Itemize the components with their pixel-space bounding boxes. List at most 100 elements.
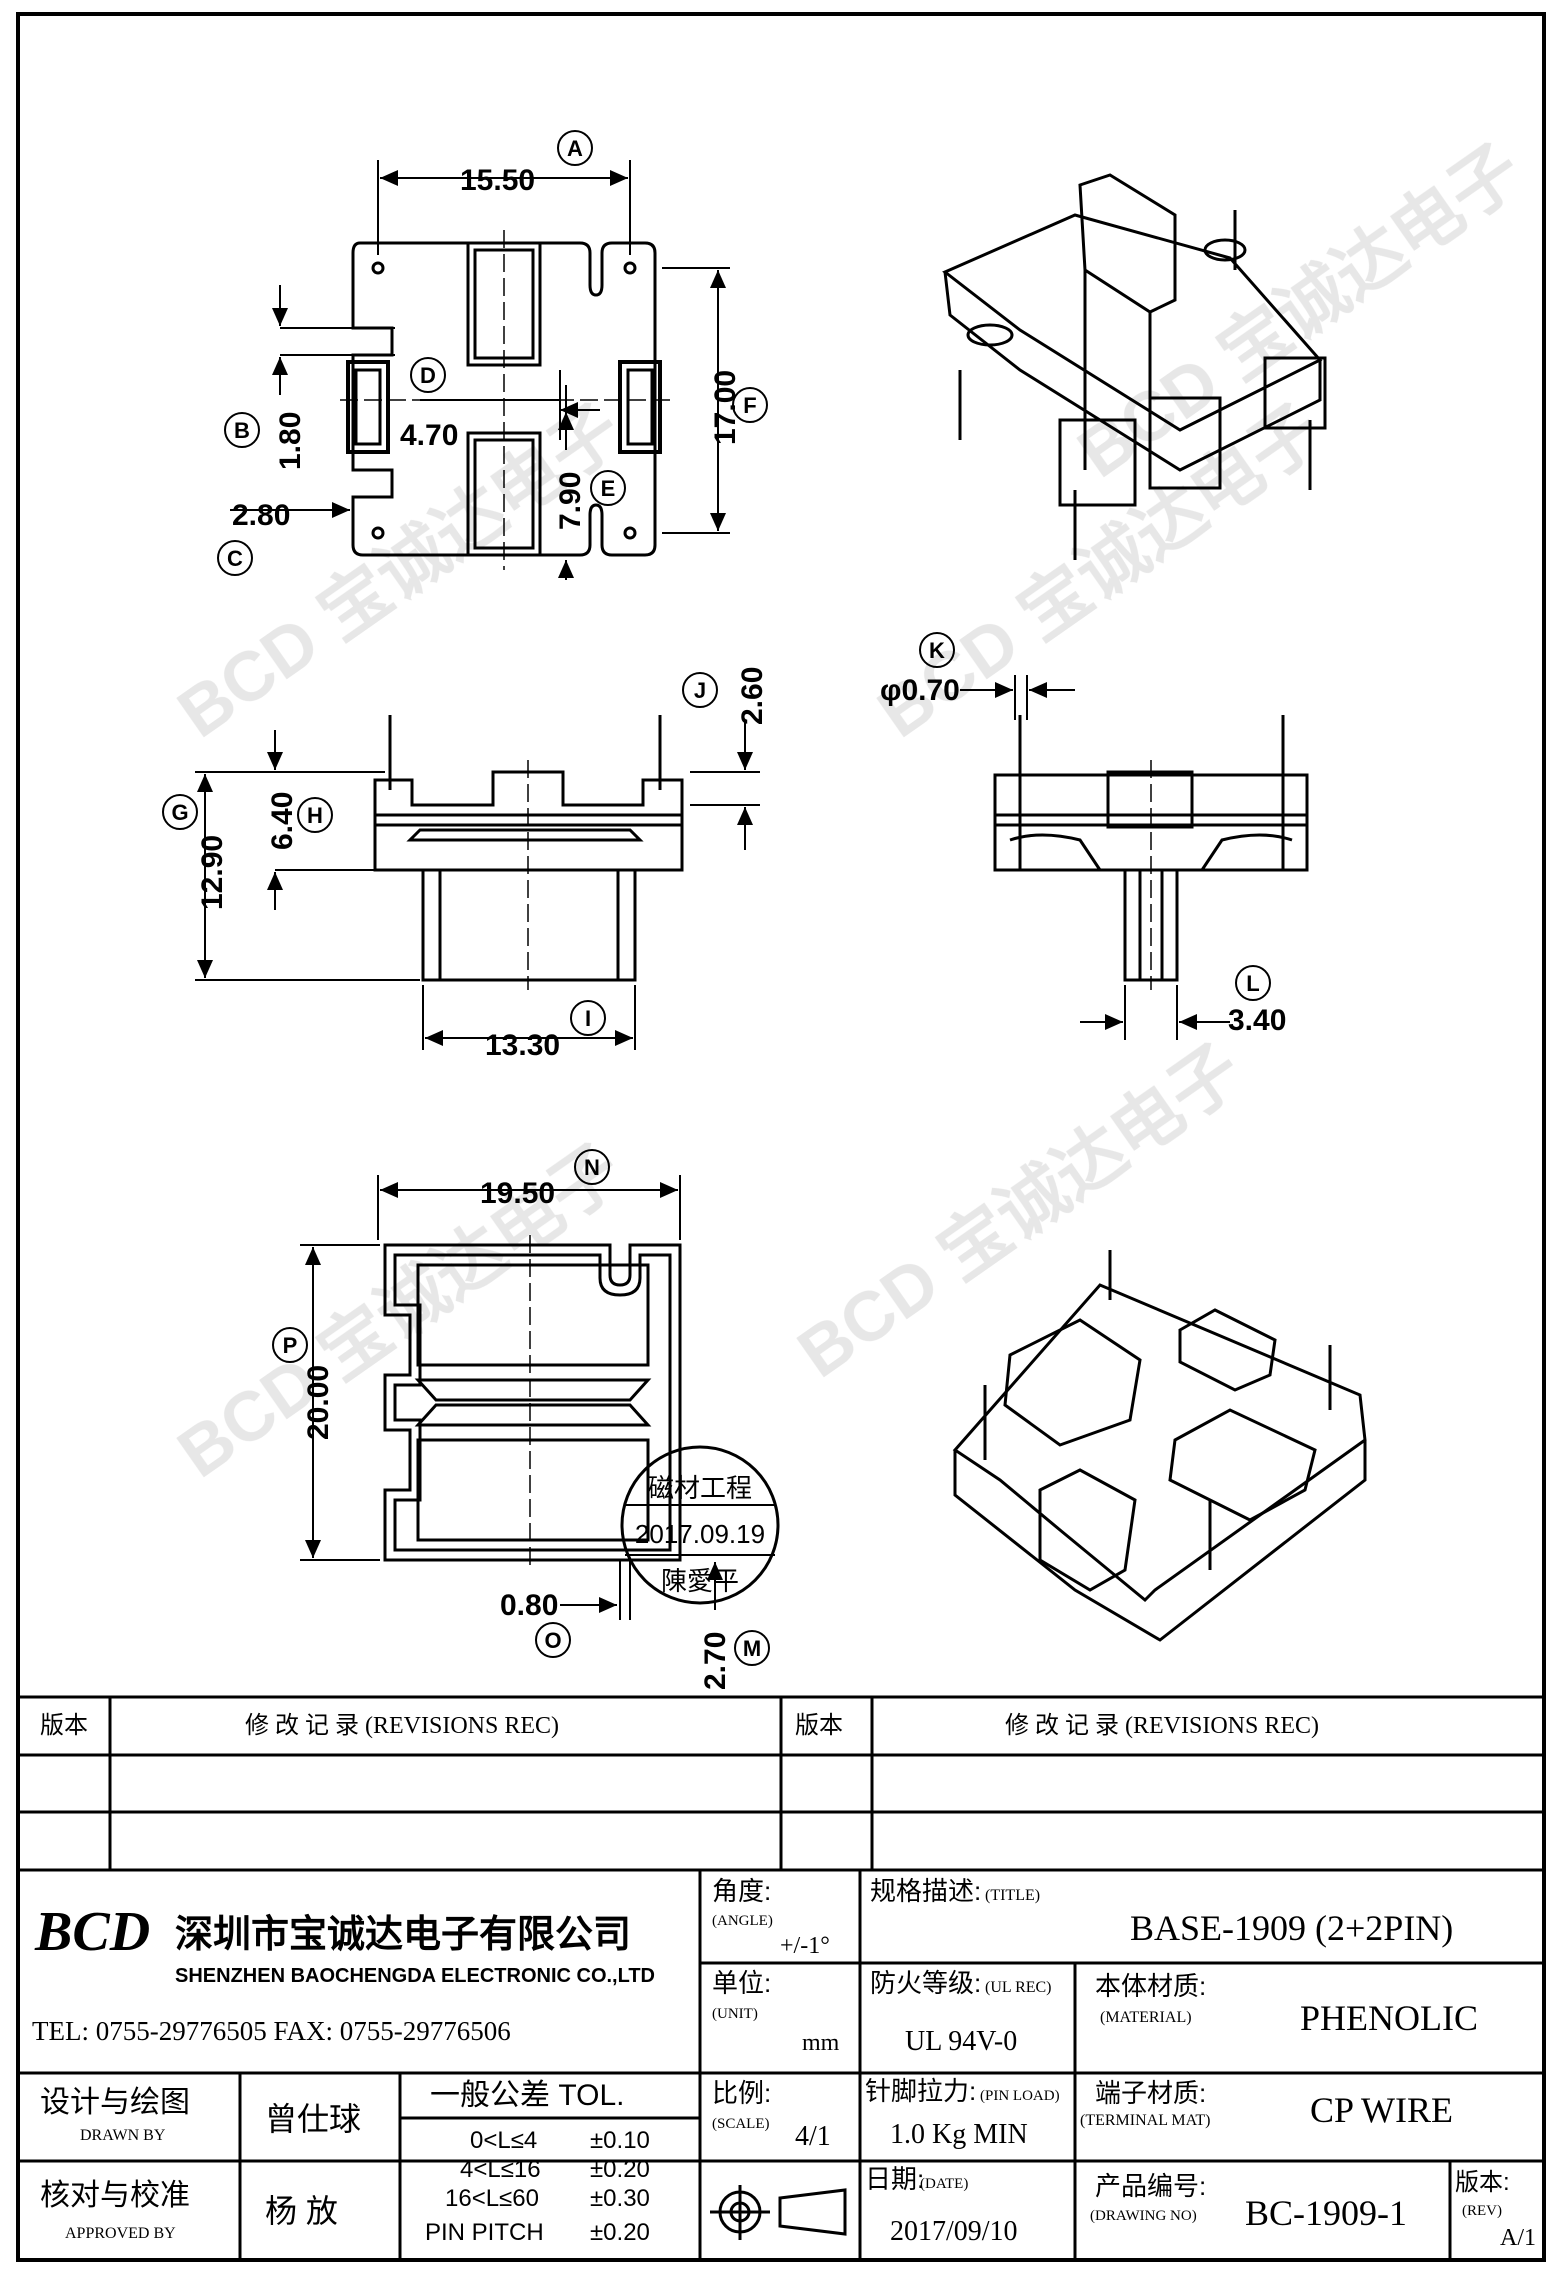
top-view-dims xyxy=(230,160,730,580)
dim-p-value: 20.00 xyxy=(302,1365,335,1440)
dim-k-value: φ0.70 xyxy=(880,674,960,707)
rev-col-version-left: 版本 xyxy=(40,1712,88,1739)
angle-sub: (ANGLE) xyxy=(712,1913,773,1929)
angle-value: +/-1° xyxy=(780,1933,830,1959)
front-view xyxy=(373,715,684,990)
ul-label: 防火等级: xyxy=(870,1968,981,1998)
top-view-dim-labels: 15.50 17.00 1.80 2.80 4.70 7.90 xyxy=(232,164,742,532)
approved-value: 杨 放 xyxy=(265,2193,338,2229)
tol-range-3: 16<L≤60 xyxy=(445,2185,539,2212)
balloon-m: M xyxy=(743,1636,761,1661)
projection-symbol-icon xyxy=(710,2185,847,2240)
balloons-front xyxy=(162,672,718,1036)
pinload-label: 针脚拉力: xyxy=(865,2076,976,2106)
balloon-d: D xyxy=(420,363,436,388)
scale-label: 比例: xyxy=(712,2078,771,2108)
balloon-h: H xyxy=(307,803,323,828)
dim-m-value: 2.70 xyxy=(699,1632,732,1690)
company-name-cn: 深圳市宝诚达电子有限公司 xyxy=(175,1914,631,1956)
dim-a-value: 15.50 xyxy=(460,164,535,197)
terminal-label: 端子材质: xyxy=(1095,2078,1206,2108)
balloon-f: F xyxy=(743,393,756,418)
terminal-sub: (TERMINAL MAT) xyxy=(1080,2112,1211,2129)
dim-f-value: 17.00 xyxy=(709,370,742,445)
tol-title: 一般公差 TOL. xyxy=(430,2079,624,2112)
balloons-side xyxy=(919,632,1271,1001)
approved-sub: APPROVED BY xyxy=(65,2225,176,2242)
date-sub: (DATE) xyxy=(920,2176,968,2192)
stamp-name: 陳愛平 xyxy=(661,1566,739,1596)
bottom-view-dim-labels: 19.50 20.00 0.80 2.70 xyxy=(302,1177,732,1690)
drawing-sheet xyxy=(16,12,1546,2262)
spec-fields: 角度: (ANGLE) +/-1° 规格描述: (TITLE) BASE-190… xyxy=(712,1876,1536,2251)
balloon-l: L xyxy=(1246,971,1259,996)
scale-value: 4/1 xyxy=(795,2121,831,2152)
front-view-dim-labels: 12.90 6.40 13.30 2.60 xyxy=(196,667,769,1062)
balloon-letters-front: G H I J xyxy=(171,678,706,1031)
balloon-i: I xyxy=(585,1006,591,1031)
bottom-view-dims xyxy=(300,1175,723,1620)
dim-e-value: 7.90 xyxy=(554,472,587,530)
balloon-letters-side: K L xyxy=(929,638,1260,996)
side-view xyxy=(993,715,1309,990)
watermark-4: BCD 宝诚达电子 xyxy=(784,1029,1256,1392)
ul-value: UL 94V-0 xyxy=(905,2026,1017,2057)
balloons-top xyxy=(217,130,768,576)
rev-col-version-right: 版本 xyxy=(795,1712,843,1739)
balloon-c: C xyxy=(227,546,243,571)
dim-n-value: 19.50 xyxy=(480,1177,555,1210)
rev-sub: (REV) xyxy=(1462,2203,1502,2219)
ul-sub: (UL REC) xyxy=(985,1979,1052,1996)
date-label: 日期: xyxy=(865,2164,924,2194)
balloons-bottom xyxy=(272,1149,770,1666)
balloon-p: P xyxy=(283,1333,298,1358)
drawingno-label: 产品编号: xyxy=(1095,2171,1206,2201)
tol-val-2: ±0.20 xyxy=(590,2156,650,2183)
company-info: BCD 深圳市宝诚达电子有限公司 SHENZHEN BAOCHENGDA ELE… xyxy=(32,1901,655,2046)
balloon-k: K xyxy=(929,638,945,663)
company-contact: TEL: 0755-29776505 FAX: 0755-29776506 xyxy=(32,2016,511,2046)
dim-i-value: 13.30 xyxy=(485,1029,560,1062)
side-view-dims xyxy=(960,675,1230,1040)
iso-view-bottom xyxy=(952,1250,1367,1642)
drawn-sub: DRAWN BY xyxy=(80,2127,166,2144)
drawingno-value: BC-1909-1 xyxy=(1245,2193,1407,2233)
iso-view-top xyxy=(942,173,1327,560)
balloon-g: G xyxy=(171,800,188,825)
angle-label: 角度: xyxy=(712,1876,771,1906)
tol-val-4: ±0.20 xyxy=(590,2219,650,2246)
revision-headers: 版本 修 改 记 录 (REVISIONS REC) 版本 修 改 记 录 (R… xyxy=(40,1712,1319,1739)
company-name-en: SHENZHEN BAOCHENGDA ELECTRONIC CO.,LTD xyxy=(175,1965,655,1987)
dim-l-value: 3.40 xyxy=(1228,1004,1286,1037)
drawn-value: 曾仕球 xyxy=(265,2101,361,2137)
dim-d-value: 4.70 xyxy=(400,419,458,452)
balloon-a: A xyxy=(567,136,583,161)
drawingno-sub: (DRAWING NO) xyxy=(1090,2208,1197,2224)
tol-val-1: ±0.10 xyxy=(590,2127,650,2154)
unit-value: mm xyxy=(802,2030,840,2056)
terminal-value: CP WIRE xyxy=(1310,2090,1453,2130)
front-view-dims xyxy=(195,720,760,1050)
dim-g-value: 12.90 xyxy=(196,835,229,910)
unit-label: 单位: xyxy=(712,1968,771,1998)
tol-range-4: PIN PITCH xyxy=(425,2219,544,2246)
dim-h-value: 6.40 xyxy=(266,792,299,850)
title-sub: (TITLE) xyxy=(985,1887,1040,1904)
balloon-o: O xyxy=(544,1628,561,1653)
balloon-j: J xyxy=(694,678,706,703)
pinload-value: 1.0 Kg MIN xyxy=(890,2119,1028,2150)
date-value: 2017/09/10 xyxy=(890,2216,1018,2247)
watermark: BCD 宝诚达电子 BCD 宝诚达电子 BCD 宝诚达电子 BCD 宝诚达电子 … xyxy=(164,129,1536,1492)
side-view-dim-labels: φ0.70 3.40 xyxy=(880,674,1286,1037)
material-label: 本体材质: xyxy=(1095,1971,1206,2001)
drawn-approved: 设计与绘图 DRAWN BY 曾仕球 核对与校准 APPROVED BY 杨 放 xyxy=(40,2086,361,2242)
rev-value: A/1 xyxy=(1500,2225,1536,2251)
company-logo: BCD xyxy=(34,1901,150,1963)
balloon-n: N xyxy=(584,1155,600,1180)
title-value: BASE-1909 (2+2PIN) xyxy=(1130,1908,1453,1948)
balloon-letters-bottom: N P O M xyxy=(283,1155,762,1661)
drawn-label: 设计与绘图 xyxy=(40,2086,190,2119)
dim-o-value: 0.80 xyxy=(500,1589,558,1622)
dim-b-value: 1.80 xyxy=(274,412,307,470)
